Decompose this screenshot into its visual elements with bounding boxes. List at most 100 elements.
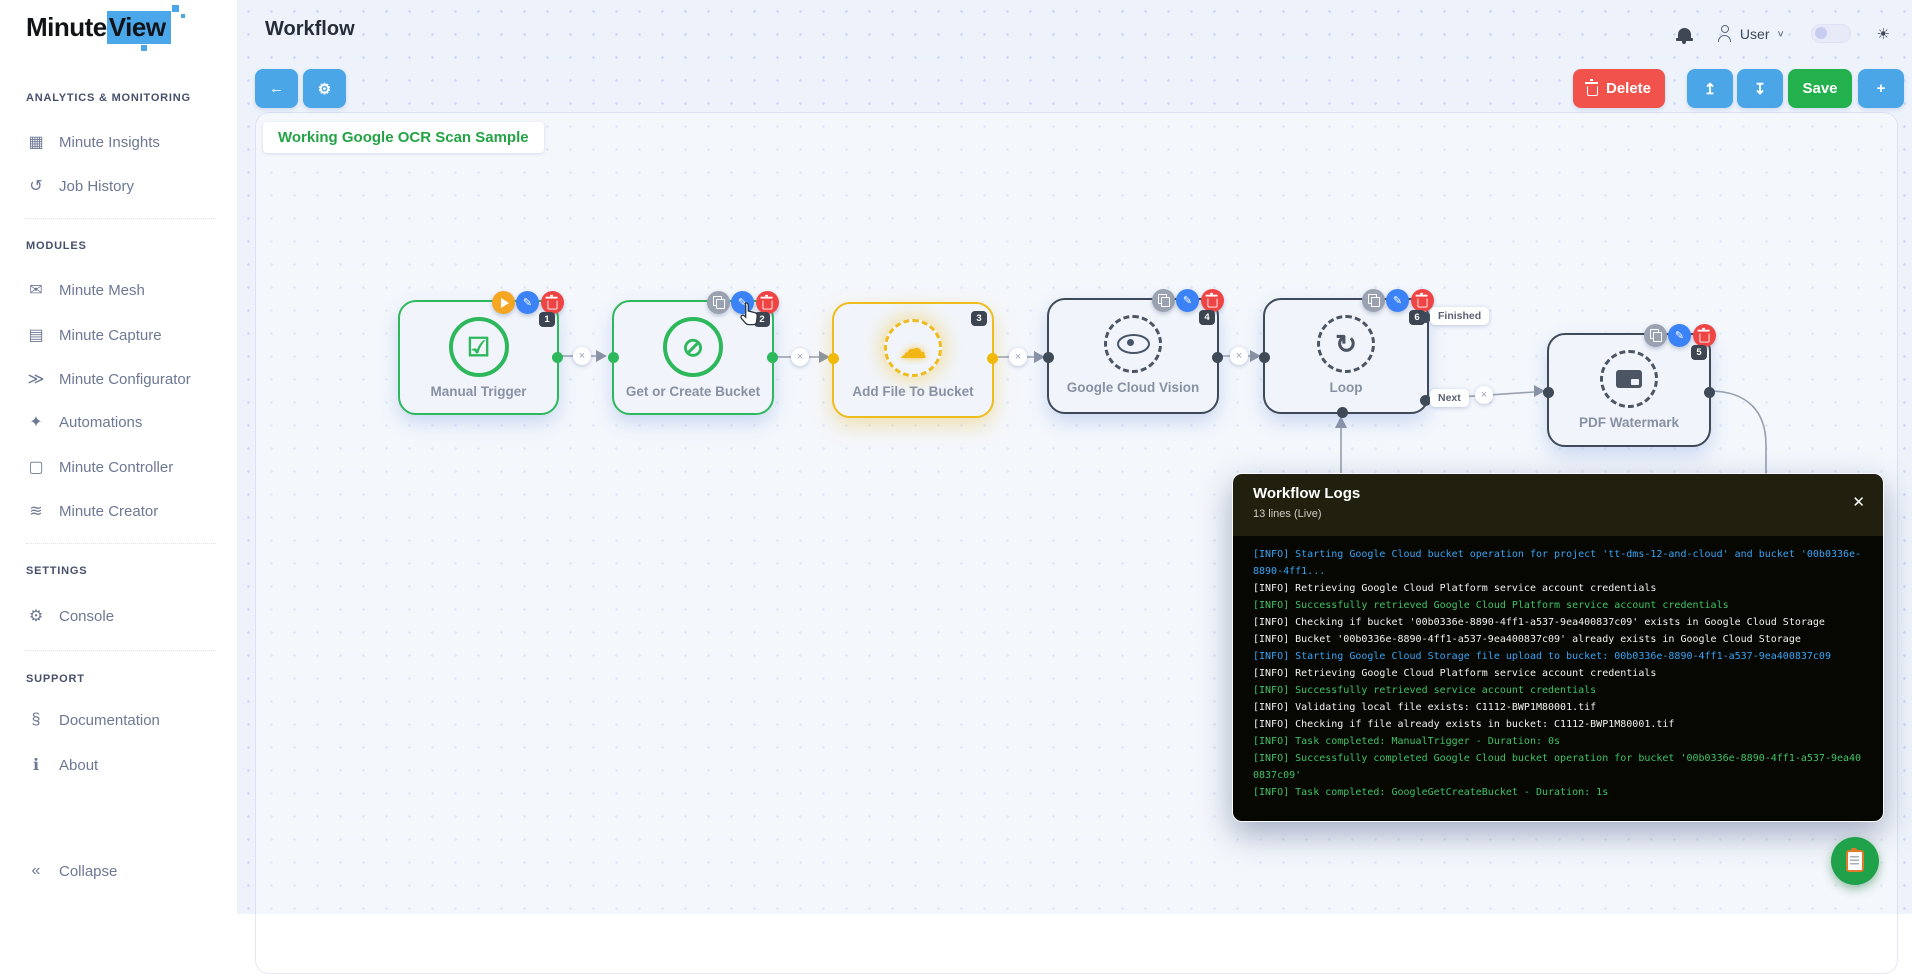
run-node-button[interactable] [492, 291, 515, 314]
node-pdf-watermark[interactable]: ✎ 5 PDF Watermark [1543, 324, 1716, 447]
input-connector[interactable] [1543, 387, 1554, 398]
copy-node-button[interactable] [1152, 289, 1175, 312]
node-loop[interactable]: ✎ 6 ↻ Loop [1259, 289, 1434, 418]
edit-node-button[interactable]: ✎ [1176, 289, 1199, 312]
output-connector[interactable] [987, 353, 998, 364]
trash-icon [1415, 292, 1428, 308]
logo-pixel-decor [140, 45, 147, 51]
edge-disconnect-icon[interactable]: × [1230, 347, 1248, 365]
info-icon: ℹ [32, 757, 40, 774]
toggle-knob [1814, 27, 1827, 39]
edge-disconnect-icon[interactable]: × [1475, 386, 1493, 404]
upload-icon: ↥ [1703, 80, 1717, 98]
edit-node-button[interactable]: ✎ [1668, 324, 1691, 347]
sidebar-collapse-button[interactable]: « Collapse [26, 858, 222, 884]
edge-disconnect-icon[interactable]: × [791, 348, 809, 366]
sidebar-item-minute-insights[interactable]: ▦ Minute Insights [26, 129, 222, 155]
upload-button[interactable]: ↥ [1687, 69, 1733, 108]
workflow-canvas[interactable]: Workflow User ∨ ☀ ← ⚙ Delete ↥ ↧ Save + … [237, 0, 1912, 974]
workflow-name-label: Working Google OCR Scan Sample [263, 122, 544, 153]
edge-disconnect-icon[interactable]: × [1009, 348, 1027, 366]
log-line: [INFO] Bucket '00b0336e-8890-4ff1-a537-9… [1253, 634, 1801, 645]
delete-node-button[interactable] [541, 291, 564, 314]
output-connector[interactable] [767, 352, 778, 363]
next-branch-label: Next [1430, 389, 1469, 407]
settings-button[interactable]: ⚙ [303, 69, 346, 108]
gear-icon: ⚙ [28, 608, 44, 625]
section-settings: SETTINGS [26, 565, 88, 577]
node-get-or-create-bucket[interactable]: ✎ 2 ⊘ Get or Create Bucket [608, 291, 779, 415]
logs-title: Workflow Logs [1253, 485, 1361, 502]
bottom-connector[interactable] [1337, 407, 1348, 418]
input-connector[interactable] [1259, 352, 1270, 363]
save-button[interactable]: Save [1788, 69, 1852, 108]
sidebar-item-minute-capture[interactable]: ▤ Minute Capture [26, 322, 222, 348]
download-button[interactable]: ↧ [1737, 69, 1783, 108]
delete-button[interactable]: Delete [1573, 69, 1665, 108]
node-label: Get or Create Bucket [625, 384, 761, 399]
sidebar-item-minute-mesh[interactable]: ✉ Minute Mesh [26, 277, 222, 303]
back-button[interactable]: ← [255, 69, 298, 108]
vision-eye-icon [1104, 315, 1162, 373]
input-connector[interactable] [828, 353, 839, 364]
log-line: [INFO] Checking if bucket '00b0336e-8890… [1253, 617, 1825, 628]
section-analytics-monitoring: ANALYTICS & MONITORING [26, 92, 191, 104]
document-icon: ▤ [28, 327, 44, 344]
sidebar-item-minute-controller[interactable]: ▢ Minute Controller [26, 454, 222, 480]
node-google-cloud-vision[interactable]: ✎ 4 Google Cloud Vision [1043, 289, 1224, 414]
close-icon[interactable]: ✕ [1852, 494, 1865, 511]
sidebar-item-console[interactable]: ⚙ Console [26, 603, 222, 629]
edge-disconnect-icon[interactable]: × [573, 347, 591, 365]
node-label: Google Cloud Vision [1066, 380, 1200, 395]
paperclip-icon: § [31, 711, 41, 728]
copy-icon [1649, 329, 1662, 343]
sidebar-divider [26, 543, 216, 544]
logs-fab-button[interactable] [1831, 837, 1879, 885]
clipboard-icon [1846, 848, 1864, 872]
input-connector[interactable] [1043, 352, 1054, 363]
add-node-button[interactable]: + [1858, 69, 1904, 108]
edit-node-button[interactable]: ✎ [516, 291, 539, 314]
history-clock-icon: ↺ [29, 178, 43, 195]
sidebar-item-job-history[interactable]: ↺ Job History [26, 173, 222, 199]
logs-output[interactable]: [INFO] Starting Google Cloud bucket oper… [1233, 536, 1883, 821]
workflow-logs-panel[interactable]: Workflow Logs 13 lines (Live) ✕ [INFO] S… [1232, 473, 1884, 822]
copy-node-button[interactable] [1644, 324, 1667, 347]
output-connector[interactable] [1212, 352, 1223, 363]
node-label: Add File To Bucket [852, 384, 974, 399]
node-label: Loop [1329, 380, 1363, 395]
input-connector[interactable] [608, 352, 619, 363]
node-manual-trigger[interactable]: ✎ 1 ☑ Manual Trigger [398, 291, 564, 415]
delete-node-button[interactable] [1411, 289, 1434, 312]
notifications-bell-icon[interactable] [1675, 27, 1693, 44]
sidebar-item-automations[interactable]: ✦ Automations [26, 409, 222, 435]
delete-node-button[interactable] [1201, 289, 1224, 312]
delete-node-button[interactable] [1693, 324, 1716, 347]
edit-node-button[interactable]: ✎ [1386, 289, 1409, 312]
next-connector[interactable] [1420, 395, 1431, 406]
node-order-badge: 4 [1199, 310, 1215, 325]
sidebar-item-documentation[interactable]: § Documentation [26, 707, 222, 733]
trash-icon [545, 294, 558, 310]
theme-toggle[interactable] [1810, 24, 1851, 43]
sun-icon[interactable]: ☀ [1876, 25, 1890, 43]
delete-node-button[interactable] [756, 291, 779, 314]
plus-icon: + [1876, 80, 1886, 97]
node-order-badge: 2 [754, 312, 770, 327]
insights-grid-icon: ▦ [28, 134, 44, 151]
sidebar-item-minute-configurator[interactable]: ≫ Minute Configurator [27, 370, 191, 389]
sidebar-item-minute-creator[interactable]: ≋ Minute Creator [26, 498, 222, 524]
chevron-down-icon: ∨ [1776, 29, 1785, 39]
sidebar-item-about[interactable]: ℹ About [26, 752, 222, 778]
copy-node-button[interactable] [1362, 289, 1385, 312]
user-menu[interactable]: User ∨ [1717, 25, 1785, 42]
output-connector[interactable] [552, 352, 563, 363]
copy-icon [712, 296, 725, 310]
app-logo[interactable]: MinuteView [26, 5, 185, 51]
output-connector[interactable] [1704, 387, 1715, 398]
edit-node-button[interactable]: ✎ [731, 291, 754, 314]
node-add-file-to-bucket[interactable]: 3 ☁ Add File To Bucket [828, 302, 998, 418]
copy-node-button[interactable] [707, 291, 730, 314]
log-line: [INFO] Task completed: ManualTrigger - D… [1253, 736, 1561, 747]
finished-connector[interactable] [1420, 312, 1431, 323]
